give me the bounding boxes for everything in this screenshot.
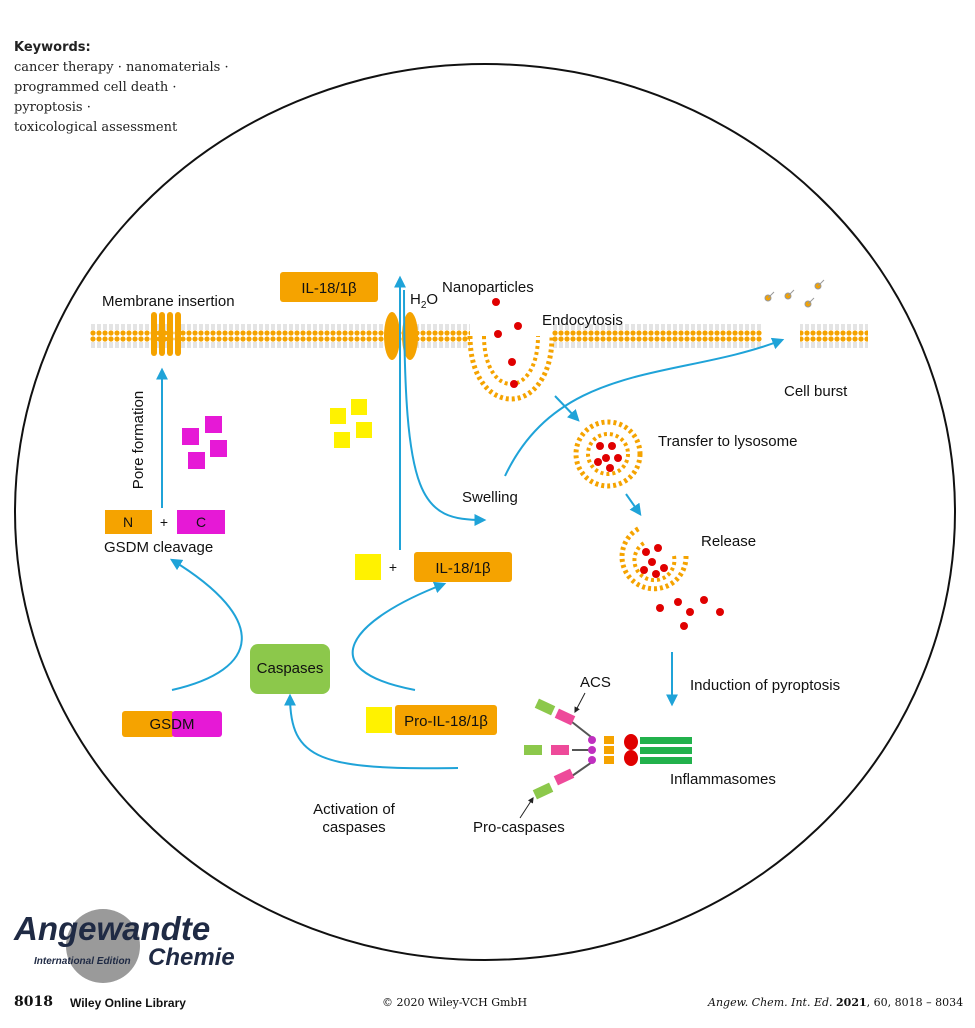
gsdm-n-box <box>105 510 152 534</box>
logo-angewandte: Angewandte <box>14 910 211 947</box>
h2o-label: H2O <box>410 291 438 311</box>
nanoparticle <box>508 358 516 366</box>
pro-caspases-pointer <box>519 796 534 819</box>
yellow-square <box>366 707 392 733</box>
caspases-label: Caspases <box>257 660 324 677</box>
acs-pointer <box>574 692 586 714</box>
cell-outline <box>14 63 956 961</box>
il18-top-label: IL-18/1β <box>301 280 357 297</box>
keyword-line: cancer therapy · nanomaterials · <box>14 60 229 75</box>
gsdm-c-label: C <box>196 514 206 530</box>
citation-year: 2021 <box>836 996 867 1009</box>
il18-box-mature <box>414 552 512 582</box>
release-label: Release <box>701 533 756 550</box>
keyword-line: toxicological assessment <box>14 120 178 135</box>
logo-circle <box>66 909 140 983</box>
induction-label: Induction of pyroptosis <box>690 677 840 694</box>
acs-label: ACS <box>580 674 611 691</box>
arrow-lysosome-to-release <box>625 493 642 516</box>
cell-membrane-far-right <box>800 322 868 350</box>
gsdm-c-box <box>177 510 225 534</box>
arrow-activation-caspases <box>284 693 459 770</box>
caspases-box <box>250 644 330 694</box>
transfer-to-lysosome-label: Transfer to lysosome <box>658 433 798 450</box>
nanoparticle <box>492 298 500 306</box>
activation-label-line1: Activation of <box>313 801 396 818</box>
nanoparticle <box>494 330 502 338</box>
plus-sign: + <box>160 514 168 530</box>
gsdm-cleavage-label: GSDM cleavage <box>104 539 213 556</box>
swelling-label: Swelling <box>462 489 518 506</box>
il18-mature-label: IL-18/1β <box>435 560 491 577</box>
gsdm-full-right <box>172 711 222 737</box>
yellow-square <box>355 554 381 580</box>
arrow-cell-burst <box>504 337 785 477</box>
magenta-squares <box>182 416 227 469</box>
nanoparticles-label: Nanoparticles <box>442 279 534 296</box>
membrane-insertion-label: Membrane insertion <box>102 293 235 310</box>
yellow-squares <box>330 399 372 448</box>
keywords-block: Keywords: cancer therapy · nanomaterials… <box>14 38 229 138</box>
copyright-text: © 2020 Wiley-VCH GmbH <box>382 996 528 1009</box>
il18-box-top <box>280 272 378 302</box>
ion-channel <box>384 312 400 360</box>
pro-il18-label: Pro-IL-18/1β <box>404 713 488 730</box>
gsdm-full-left <box>122 711 174 737</box>
keyword-line: pyroptosis · <box>14 100 91 115</box>
activation-label-line2: caspases <box>322 819 385 836</box>
inflammasome-complex <box>524 698 692 800</box>
endocytosis-label: Endocytosis <box>542 312 623 329</box>
citation-journal: Angew. Chem. Int. Ed. <box>708 996 833 1009</box>
keyword-line: programmed cell death · <box>14 80 177 95</box>
gsdm-label: GSDM <box>149 716 194 733</box>
arrow-to-gsdm-cleavage <box>169 558 243 691</box>
inflammasomes-label: Inflammasomes <box>670 771 776 788</box>
endocytic-pit <box>467 335 555 402</box>
released-nanoparticles <box>656 596 724 630</box>
citation-rest: , 60, 8018 – 8034 <box>866 996 964 1009</box>
burst-fragments <box>764 279 825 308</box>
pro-il18-box <box>395 705 497 735</box>
cell-burst-label: Cell burst <box>784 383 848 400</box>
logo-chemie: Chemie <box>148 944 235 971</box>
lysosome <box>573 419 643 489</box>
release-vesicle <box>619 525 689 592</box>
citation: Angew. Chem. Int. Ed. 2021, 60, 8018 – 8… <box>708 996 963 1009</box>
page-number: 8018 <box>14 994 53 1010</box>
keywords-title: Keywords: <box>14 40 91 55</box>
arrow-endocytosis-to-lysosome <box>554 395 580 422</box>
gsdm-n-label: N <box>123 514 133 530</box>
wiley-online-library-link[interactable]: Wiley Online Library <box>70 996 186 1010</box>
logo-edition: International Edition <box>34 956 131 967</box>
nanoparticle <box>510 380 518 388</box>
pore-formation-label: Pore formation <box>130 391 147 489</box>
gsdm-pore <box>151 312 181 356</box>
cell-membrane-right <box>552 322 762 350</box>
arrow-to-il18 <box>351 581 447 691</box>
arrow-swelling <box>403 289 487 526</box>
nanoparticle <box>514 322 522 330</box>
plus-sign: + <box>389 559 397 575</box>
pro-caspases-label: Pro-caspases <box>473 819 565 836</box>
